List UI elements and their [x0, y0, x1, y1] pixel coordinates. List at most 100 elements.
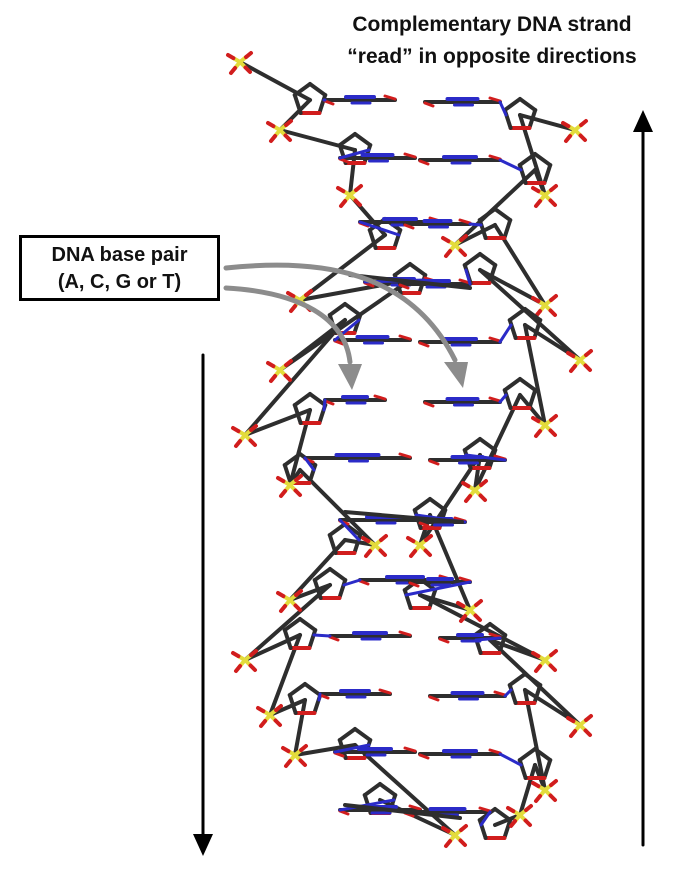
- phosphate-group-left: [281, 744, 308, 768]
- base-right: [408, 576, 472, 588]
- phosphate-group-right: [506, 804, 533, 828]
- glycosidic-bond-left: [317, 692, 322, 702]
- backbone-segment-right: [473, 393, 522, 492]
- phosphate-group-right: [456, 599, 483, 623]
- pointer-arrow-left-base: [223, 285, 362, 390]
- glycosidic-bond-right: [479, 810, 492, 827]
- sugar-ring-right: [502, 377, 538, 410]
- backbone-segment-left: [298, 468, 377, 547]
- backbone-segment-right: [518, 763, 537, 817]
- backbone-link-right: [518, 113, 577, 132]
- backbone-segment-left: [298, 233, 387, 302]
- phosphate-group-left: [266, 119, 293, 143]
- glycosidic-bond-right: [468, 222, 483, 227]
- phosphate-group-right: [531, 414, 558, 438]
- base-right: [423, 396, 502, 408]
- base-left: [323, 394, 387, 406]
- strand-direction-arrows: [193, 110, 653, 856]
- base-left: [333, 334, 412, 346]
- base-left: [323, 94, 397, 106]
- sugar-ring-right: [477, 207, 513, 240]
- base-left: [333, 746, 417, 758]
- phosphate-group-left: [276, 589, 303, 613]
- phosphate-group-right: [531, 294, 558, 318]
- sugar-ring-right: [517, 747, 553, 780]
- pointer-arrow-right-base: [223, 262, 468, 388]
- phosphate-group-left: [276, 474, 303, 498]
- phosphate-group-right: [561, 119, 588, 143]
- phosphate-group-left: [336, 184, 363, 208]
- backbone-segment-left: [353, 743, 457, 837]
- glycosidic-bond-left: [338, 518, 361, 542]
- backbone-link-left: [278, 128, 357, 152]
- backbone-segment-right: [418, 453, 482, 547]
- sugar-ring-right: [507, 307, 543, 340]
- backbone-segment-left: [243, 318, 347, 437]
- sugar-ring-left: [312, 567, 348, 600]
- glycosidic-bond-right: [503, 688, 513, 698]
- crossing-base: [348, 273, 472, 290]
- glycosidic-bond-right: [464, 453, 507, 462]
- crossing-base: [343, 510, 464, 524]
- glycosidic-bond-left: [338, 148, 371, 160]
- base-left: [303, 452, 412, 464]
- glycosidic-bond-left: [342, 578, 362, 587]
- base-right: [428, 690, 507, 702]
- base-right: [423, 96, 502, 108]
- glycosidic-bond-right: [498, 323, 513, 344]
- glycosidic-bond-left: [312, 633, 332, 638]
- glycosidic-bond-right: [404, 580, 472, 597]
- base-left: [338, 152, 417, 164]
- sugar-ring-right: [502, 97, 538, 130]
- glycosidic-bond-left: [303, 456, 316, 472]
- backbone-link-left: [288, 583, 332, 602]
- base-right: [403, 218, 472, 230]
- phosphate-group-left: [266, 359, 293, 383]
- glycosidic-bond-left: [322, 398, 327, 412]
- glycosidic-bond-left: [333, 743, 371, 754]
- phosphate-group-right: [441, 234, 468, 258]
- base-left: [328, 630, 412, 642]
- backbone-link-left: [293, 743, 357, 757]
- phosphate-group-right: [531, 184, 558, 208]
- phosphate-group-left: [256, 704, 283, 728]
- backbone-segment-right: [523, 323, 547, 427]
- base-pair-label-line-2: (A, C, G or T): [57, 271, 182, 293]
- glycosidic-bond-right: [498, 393, 508, 404]
- crossing-base: [343, 803, 462, 820]
- sugar-ring-left: [282, 617, 318, 650]
- phosphate-group-left: [231, 424, 258, 448]
- glycosidic-bond-left: [338, 798, 396, 812]
- phosphate-group-right: [531, 779, 558, 803]
- backbone-segment-right: [523, 688, 547, 792]
- phosphate-group-right: [461, 479, 488, 503]
- base-right: [418, 748, 502, 760]
- base-right: [418, 336, 502, 348]
- backbone-link-left: [243, 633, 302, 662]
- backbone-segment-left: [243, 583, 332, 662]
- phosphate-group-left: [361, 534, 388, 558]
- base-pair-label-line-1: DNA base pair: [51, 244, 188, 266]
- sugar-ring-right: [507, 672, 543, 705]
- dna-double-helix: [226, 51, 593, 848]
- glycosidic-bond-right: [498, 158, 523, 172]
- backbone-segment-left: [293, 698, 307, 757]
- backbone-segment-right: [428, 513, 472, 612]
- title-line-1: Complementary DNA strand: [352, 13, 632, 36]
- sugar-ring-left: [292, 82, 328, 115]
- glycosidic-bond-right: [498, 100, 508, 117]
- title-line-2: “read” in opposite directions: [347, 45, 637, 68]
- base-pair-pointer-arrows: [223, 262, 468, 390]
- phosphate-group-left: [441, 824, 468, 848]
- glycosidic-bond-right: [474, 636, 502, 642]
- base-right: [418, 154, 502, 166]
- sugar-ring-right: [517, 152, 553, 185]
- arrow-up-icon: [633, 110, 653, 847]
- phosphate-group-right: [566, 714, 593, 738]
- glycosidic-bond-left: [358, 220, 401, 237]
- base-left: [318, 688, 392, 700]
- phosphate-group-right: [531, 649, 558, 673]
- backbone-link-right: [518, 393, 547, 427]
- phosphate-group-right: [566, 349, 593, 373]
